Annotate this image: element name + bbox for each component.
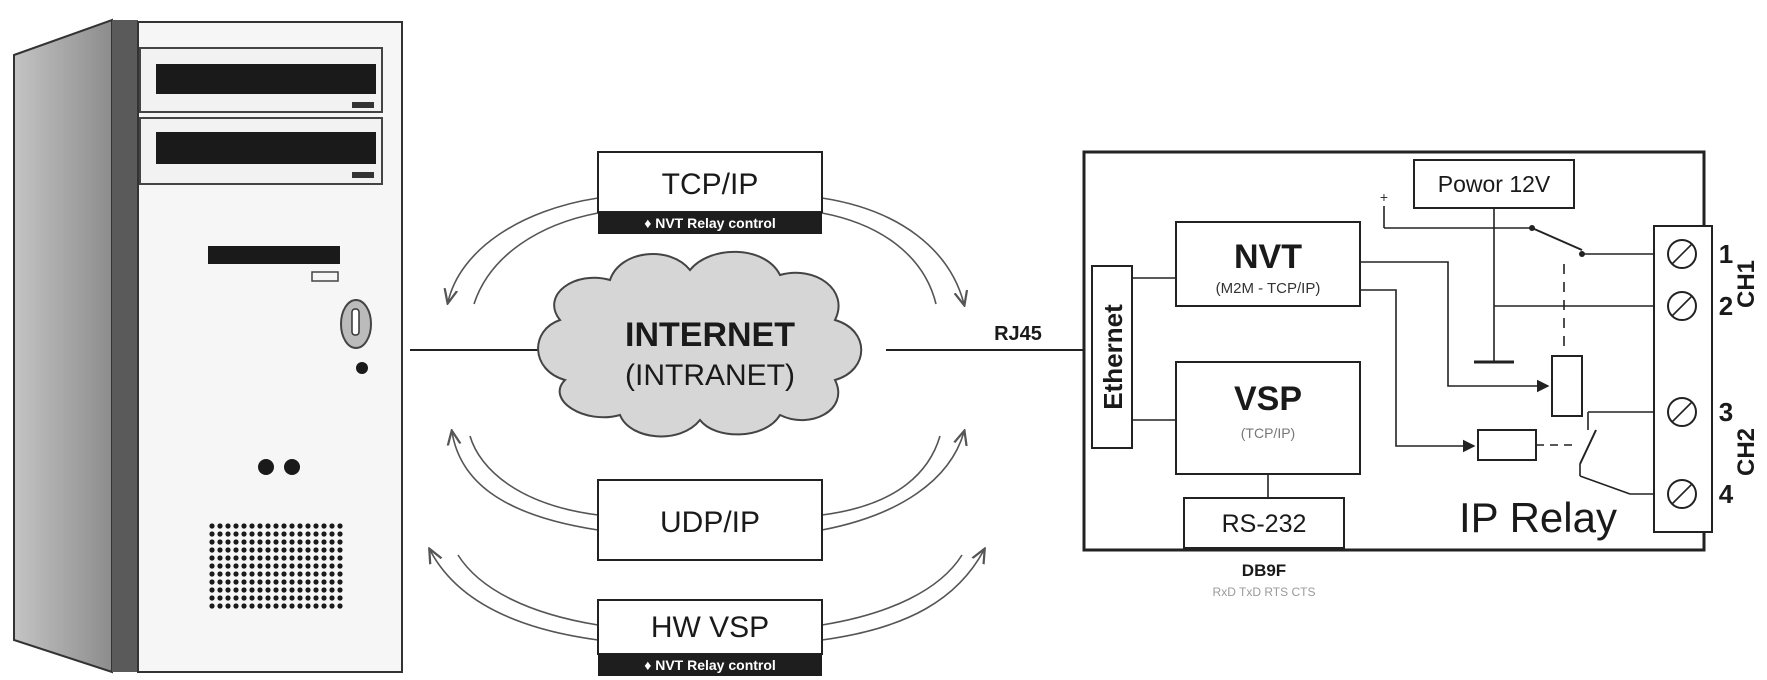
terminal-4-label: 4 <box>1719 479 1734 509</box>
power-label: Powor 12V <box>1438 171 1551 197</box>
ethernet-label: Ethernet <box>1098 304 1128 410</box>
flow-arrows <box>430 197 984 641</box>
ch2-label: CH2 <box>1733 428 1760 476</box>
nvt-title: NVT <box>1234 238 1302 276</box>
db9f-label: DB9F <box>1242 561 1286 580</box>
rs232-label: RS-232 <box>1222 510 1307 538</box>
vsp-title: VSP <box>1234 380 1302 418</box>
tcp-badge: ♦ NVT Relay control <box>644 215 776 231</box>
db9-signals: RxD TxD RTS CTS <box>1213 585 1316 599</box>
hw-vsp-label: HW VSP <box>651 611 769 644</box>
cloud-subtitle: (INTRANET) <box>625 359 795 392</box>
device-name: IP Relay <box>1459 494 1617 541</box>
ch1-label: CH1 <box>1733 260 1760 308</box>
tcp-ip-box: TCP/IP ♦ NVT Relay control <box>597 151 823 234</box>
nvt-subtitle: (M2M - TCP/IP) <box>1216 280 1321 297</box>
hw-vsp-box: HW VSP ♦ NVT Relay control <box>597 599 823 676</box>
ip-relay-device <box>1082 150 1713 552</box>
tcp-ip-label: TCP/IP <box>662 168 759 201</box>
terminal-1-label: 1 <box>1719 239 1733 269</box>
cloud-title: INTERNET <box>625 316 795 354</box>
udp-ip-label: UDP/IP <box>660 506 760 539</box>
pc-tower <box>13 18 403 674</box>
terminal-3-label: 3 <box>1719 397 1733 427</box>
vsp-subtitle: (TCP/IP) <box>1241 425 1295 441</box>
plus-label: + <box>1380 189 1388 205</box>
udp-ip-box: UDP/IP <box>597 479 823 561</box>
hw-badge: ♦ NVT Relay control <box>644 657 776 673</box>
speaker-grille <box>209 523 343 609</box>
internet-cloud: INTERNET (INTRANET) <box>537 250 863 438</box>
terminal-2-label: 2 <box>1719 291 1733 321</box>
rj45-label: RJ45 <box>994 323 1042 345</box>
